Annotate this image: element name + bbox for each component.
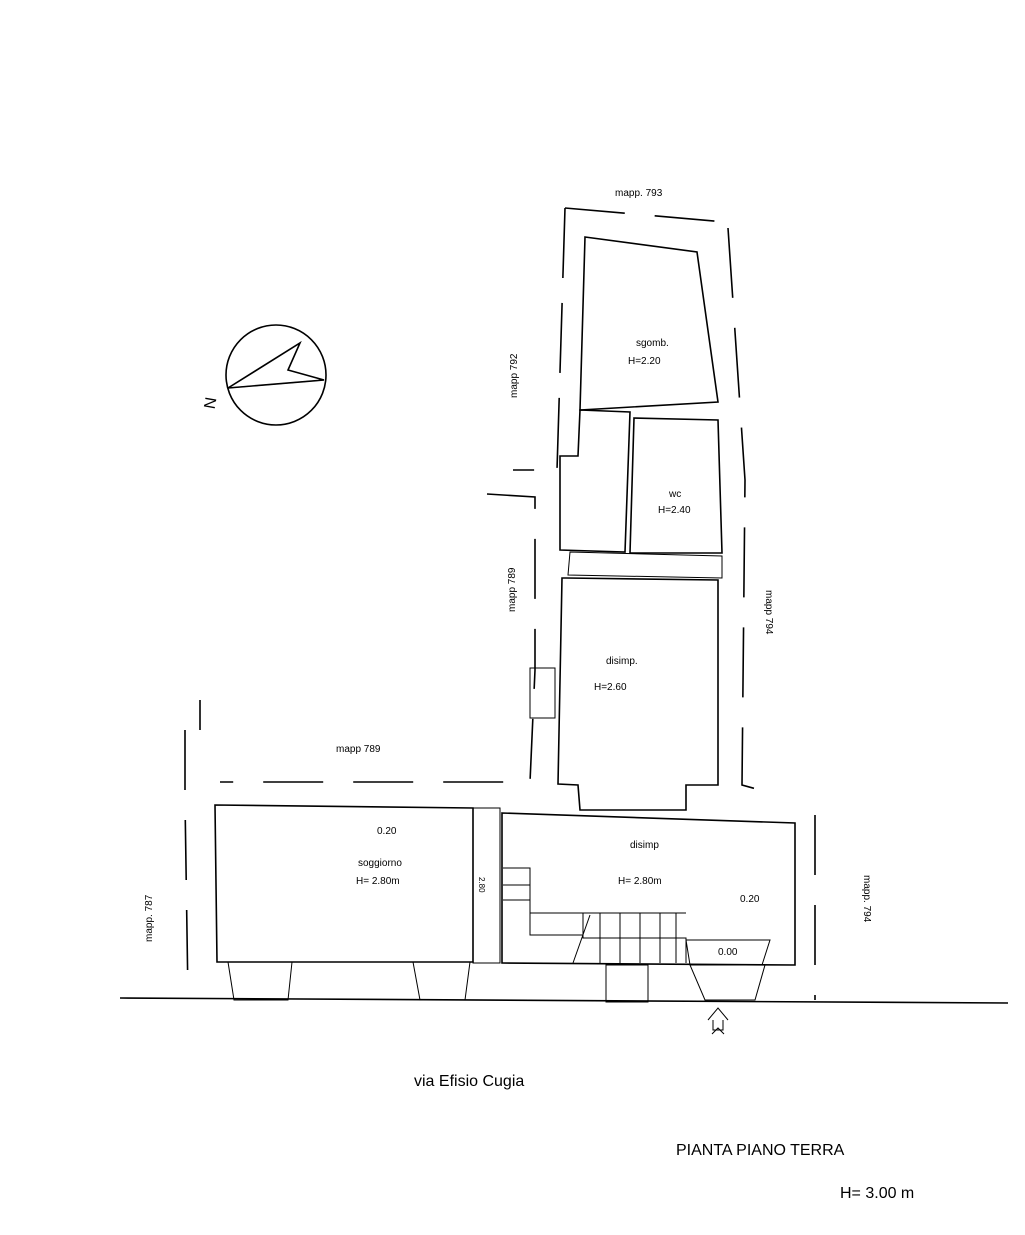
level-mark-entrance: 0.00: [718, 947, 738, 958]
height-note: H= 3.00 m: [840, 1185, 914, 1202]
room-name-sgomb: sgomb.: [636, 338, 669, 349]
parcel-label-794-upper: mapp 794: [763, 590, 774, 635]
street-label: via Efisio Cugia: [414, 1073, 524, 1090]
level-mark-disimp: 0.20: [740, 894, 760, 905]
north-label: N: [202, 396, 221, 410]
drawing-title: PIANTA PIANO TERRA: [676, 1142, 845, 1159]
room-name-disimp-upper: disimp.: [606, 656, 638, 667]
room-name-soggiorno: soggiorno: [358, 858, 402, 869]
level-mark-soggiorno: 0.20: [377, 826, 397, 837]
room-height-disimp-upper: H=2.60: [594, 682, 627, 693]
room-height-sgomb: H=2.20: [628, 356, 661, 367]
parcel-boundaries: [184, 207, 816, 1000]
parcel-label-794-lower: mapp. 794: [861, 875, 872, 923]
parcel-label-789-vertical: mapp 789: [507, 567, 518, 612]
parcel-label-787: mapp. 787: [144, 894, 155, 942]
parcel-label-793: mapp. 793: [615, 188, 663, 199]
room-name-disimp-lower: disimp: [630, 840, 659, 851]
room-height-disimp-lower: H= 2.80m: [618, 876, 662, 887]
wall-dimension: 2.80: [477, 877, 486, 893]
room-height-soggiorno: H= 2.80m: [356, 876, 400, 887]
room-height-wc: H=2.40: [658, 505, 691, 516]
north-compass-icon: N: [202, 324, 327, 426]
parcel-label-789: mapp 789: [336, 744, 381, 755]
building-walls: [119, 236, 1009, 1004]
parcel-label-792: mapp 792: [509, 353, 520, 398]
entrance-arrow-icon: [707, 1007, 729, 1035]
room-name-wc: wc: [668, 489, 681, 500]
